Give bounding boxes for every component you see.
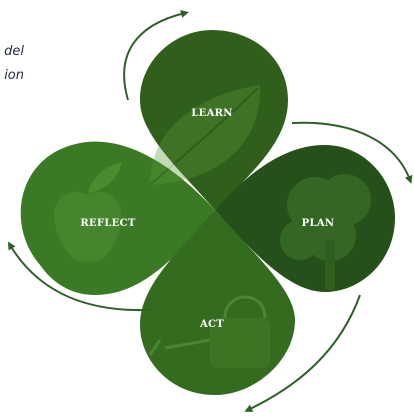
plan-label: PLAN bbox=[302, 218, 335, 229]
caption-line-1: del bbox=[4, 44, 24, 59]
arrow-act-to-reflect bbox=[7, 241, 151, 312]
reflect-petal: REFLECT bbox=[20, 141, 216, 295]
act-petal: ACT bbox=[140, 210, 295, 395]
reflect-label: REFLECT bbox=[80, 218, 135, 229]
apple-icon bbox=[53, 162, 122, 263]
watering-can-icon bbox=[148, 295, 270, 368]
arrow-learn-to-plan bbox=[291, 121, 413, 184]
tree-icon bbox=[280, 174, 371, 290]
act-label: ACT bbox=[199, 319, 224, 330]
learn-petal: LEARN bbox=[140, 30, 288, 210]
caption-text: del ion bbox=[4, 40, 24, 88]
caption-line-2: ion bbox=[4, 68, 24, 83]
learn-label: LEARN bbox=[191, 108, 232, 119]
arrow-reflect-to-learn bbox=[123, 10, 189, 101]
arrow-plan-to-act bbox=[244, 294, 361, 412]
leaf-icon bbox=[149, 85, 261, 186]
plan-petal: PLAN bbox=[215, 145, 395, 292]
cycle-arrows bbox=[7, 10, 413, 412]
